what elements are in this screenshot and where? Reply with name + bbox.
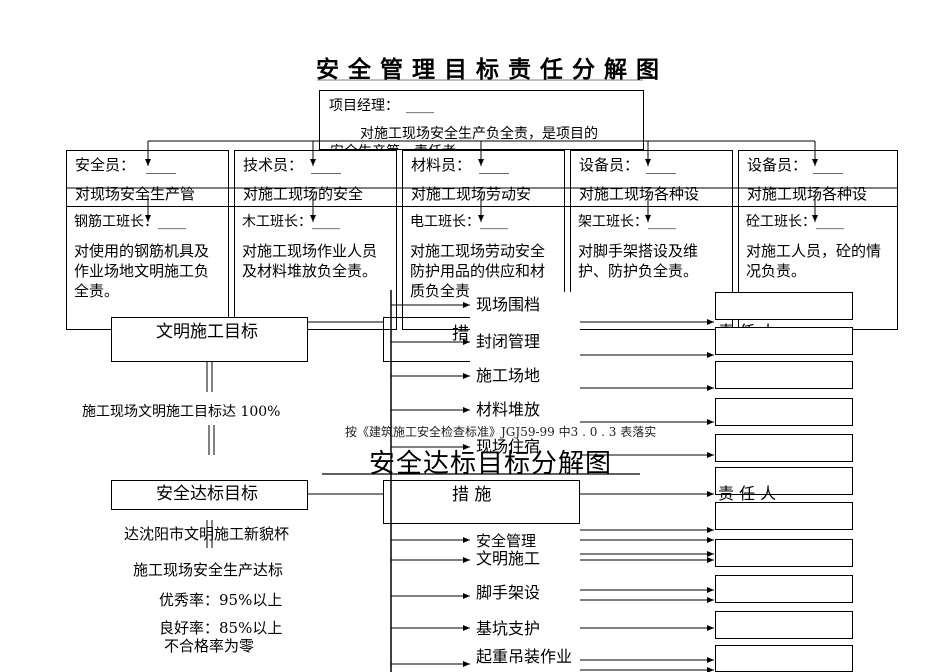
leader-desc-2: 对施工现场作业人员及材料堆放负全责。	[242, 242, 378, 280]
leader-label-4: 架工班长：	[578, 214, 648, 230]
main-title: 安全管理目标责任分解图	[316, 56, 668, 83]
safety-measures-box: 措 施	[383, 480, 580, 524]
civil-item-4: 材料堆放	[476, 400, 541, 419]
role-blank-2: ____	[311, 156, 341, 174]
civil-item-2: 封闭管理	[476, 332, 541, 351]
leader-blank-2: ____	[312, 214, 340, 230]
role-desc-1: 对现场安全生产管	[75, 185, 196, 203]
resp-box-2[interactable]	[715, 327, 853, 355]
safety-excellent: 优秀率：95%以上	[159, 591, 283, 609]
second-title: 安全达标目标分解图	[369, 449, 613, 479]
civil-target-desc: 施工现场文明施工目标达 100%	[82, 404, 281, 420]
safety-item-5: 起重吊装作业	[476, 647, 573, 666]
role-box-safety-officer: 安全员： 对现场安全生产管	[66, 150, 229, 330]
safety-unqualified: 不合格率为零	[164, 637, 255, 655]
role-desc-5: 对施工现场各种设	[747, 185, 868, 203]
role-label-4: 设备员：	[579, 156, 640, 174]
role-desc-4: 对施工现场各种设	[579, 185, 700, 203]
leader-blank-4: ____	[648, 214, 676, 230]
leader-carpenter: 木工班长：____ 对施工现场作业人员及材料堆放负全责。	[242, 211, 390, 280]
safety-item-4: 基坑支护	[476, 619, 541, 638]
resp-box-1[interactable]	[715, 292, 853, 320]
leader-blank-5: ____	[816, 214, 844, 230]
role-box-equipment-officer-1: 设备员： 对施工现场各种设	[570, 150, 733, 330]
safety-target-box: 安全达标目标	[111, 480, 308, 510]
role-box-technician: 技术员： 对施工现场的安全	[234, 150, 397, 330]
safety-item-1: 安全管理	[476, 532, 537, 550]
resp-box-4[interactable]	[715, 398, 853, 426]
civil-target-box: 文明施工目标	[111, 317, 308, 362]
civil-target-label: 文明施工目标	[156, 322, 258, 342]
pm-desc-1: 对施工现场安全生产负全责，是项目的	[360, 126, 598, 142]
leader-desc-1: 对使用的钢筋机具及作业场地文明施工负全责。	[74, 242, 210, 300]
leader-blank-1: ____	[158, 214, 186, 230]
role-blank-4: ____	[646, 156, 676, 174]
role-label-2: 技术员：	[243, 156, 304, 174]
role-blank-3: ____	[479, 156, 509, 174]
resp-box-7[interactable]	[715, 502, 853, 530]
leader-label-2: 木工班长：	[242, 214, 312, 230]
leader-desc-5: 对施工人员，砼的情况负责。	[746, 242, 882, 280]
pm-label: 项目经理：	[329, 98, 399, 114]
standard-note: 按《建筑施工安全检查标准》JGJ59-99 中3 . 0 . 3 表落实	[345, 425, 657, 439]
resp-box-11[interactable]	[715, 645, 853, 672]
project-manager-box: 项目经理： ____ 对施工现场安全生产负全责，是项目的	[319, 90, 644, 150]
safety-award: 达沈阳市文明施工新貌杯	[124, 525, 290, 543]
safety-item-2: 文明施工	[476, 549, 541, 568]
safety-item-3: 脚手架设	[476, 583, 541, 602]
leader-label-1: 钢筋工班长：	[74, 214, 158, 230]
resp-box-10[interactable]	[715, 611, 853, 639]
leader-concrete: 砼工班长：____ 对施工人员，砼的情况负责。	[746, 211, 894, 280]
safety-target-label: 安全达标目标	[156, 484, 258, 504]
leader-divider	[66, 206, 898, 207]
civil-item-3: 施工场地	[476, 366, 541, 385]
leader-label-5: 砼工班长：	[746, 214, 816, 230]
role-box-equipment-officer-2: 设备员： 对施工现场各种设	[738, 150, 898, 330]
resp-box-3[interactable]	[715, 361, 853, 389]
role-blank-5: ____	[813, 156, 843, 174]
role-desc-3: 对施工现场劳动安	[411, 185, 532, 203]
pm-blank: ____	[406, 98, 434, 114]
role-label-5: 设备员：	[747, 156, 808, 174]
role-blank-1: ____	[146, 156, 176, 174]
leader-label-3: 电工班长：	[410, 214, 480, 230]
leader-rebar: 钢筋工班长：____ 对使用的钢筋机具及作业场地文明施工负全责。	[74, 211, 222, 300]
civil-item-5: 现场住宿	[476, 437, 541, 456]
role-desc-2: 对施工现场的安全	[243, 185, 364, 203]
civil-items-panel	[470, 292, 580, 472]
role-label-1: 安全员：	[75, 156, 136, 174]
leader-scaffold: 架工班长：____ 对脚手架搭设及维护、防护负全责。	[578, 211, 726, 280]
resp-box-9[interactable]	[715, 575, 853, 603]
role-label-3: 材料员：	[411, 156, 472, 174]
leader-blank-3: ____	[480, 214, 508, 230]
civil-item-1: 现场围档	[476, 295, 541, 314]
resp-box-8[interactable]	[715, 539, 853, 567]
safety-measures-label: 措 施	[452, 485, 492, 505]
safety-resp-label: 责 任 人	[718, 484, 777, 503]
leader-desc-3: 对施工现场劳动安全防护用品的供应和材质负全责	[410, 242, 546, 300]
resp-box-5[interactable]	[715, 434, 853, 462]
leader-desc-4: 对脚手架搭设及维护、防护负全责。	[578, 242, 699, 280]
safety-target-desc: 施工现场安全生产达标	[133, 561, 284, 579]
resp-box-6[interactable]	[715, 467, 853, 495]
safety-good: 良好率：85%以上	[159, 619, 283, 637]
leader-electrician: 电工班长：____ 对施工现场劳动安全防护用品的供应和材质负全责	[410, 211, 558, 300]
pm-desc-2: 安全生产第一责任者	[330, 143, 456, 149]
